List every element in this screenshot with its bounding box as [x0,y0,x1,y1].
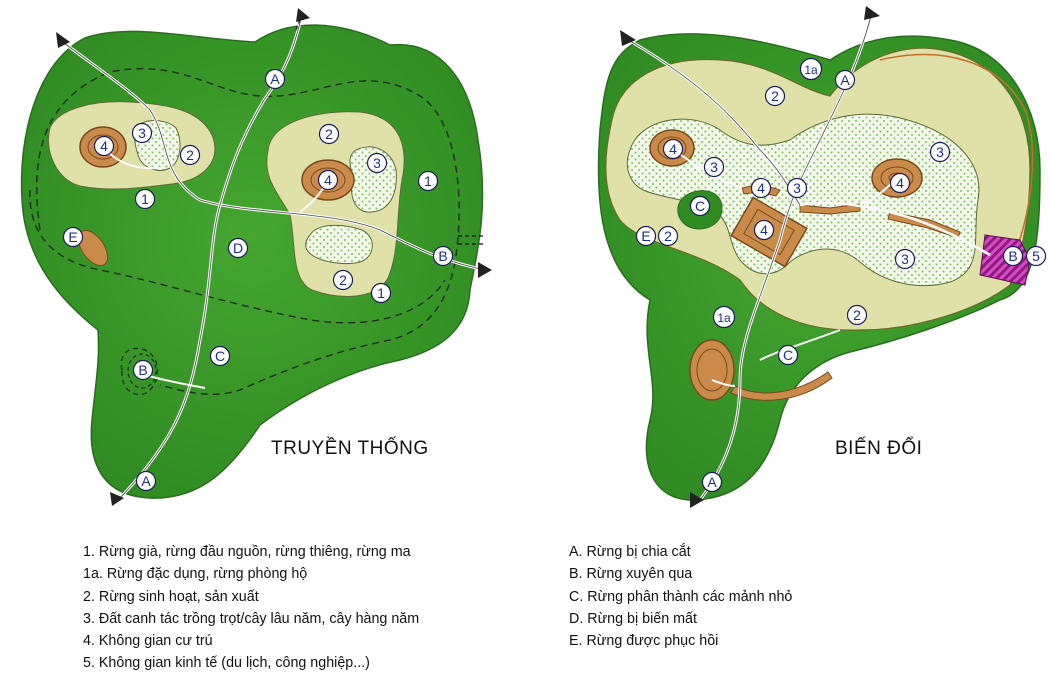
marker-label: 3 [710,159,718,175]
marker-label: C [783,347,793,363]
legend-item: 5. Không gian kinh tế (du lịch, công ngh… [83,652,419,674]
marker-label: B [1008,248,1017,264]
marker-label: 2 [664,228,672,244]
right-marker-four-left: 4 [664,140,683,159]
left-marker-two-right-top: 2 [320,125,339,144]
right-marker-two-bottom: 2 [848,306,867,325]
marker-label: B [438,248,447,264]
marker-label: 1 [141,191,149,207]
marker-label: B [138,362,147,378]
marker-label: 5 [1032,248,1040,264]
legend-right: A. Rừng bị chia cắt B. Rừng xuyên qua C.… [569,541,792,652]
marker-label: A [141,473,151,489]
right-marker-four-center: 4 [755,221,774,240]
legend-item: B. Rừng xuyên qua [569,563,792,585]
left-marker-three-right: 3 [368,154,387,173]
left-map-title: TRUYỀN THỐNG [271,438,429,460]
marker-label: D [233,240,243,256]
marker-label: E [68,229,77,245]
marker-label: 2 [771,88,779,104]
marker-label: A [840,72,850,88]
marker-label: 2 [186,147,194,163]
right-marker-two-top: 2 [766,87,785,106]
right-marker-C-small: C [691,197,710,216]
right-marker-three-mid: 3 [788,179,807,198]
left-marker-C: C [211,347,230,366]
marker-label: 4 [100,138,108,154]
marker-label: 3 [901,251,909,267]
right-settlement-south [690,340,734,400]
marker-label: C [215,348,225,364]
marker-label: 1 [377,285,385,301]
left-marker-one-right-top: 1 [419,172,438,191]
marker-label: 4 [757,180,765,196]
marker-label: 1a [717,311,731,325]
legend-item: C. Rừng phân thành các mảnh nhỏ [569,586,792,608]
marker-label: 4 [760,222,768,238]
marker-label: 2 [325,126,333,142]
marker-label: 3 [138,125,146,141]
legend-item: 1. Rừng già, rừng đầu nguồn, rừng thiêng… [83,541,419,563]
left-marker-two-left: 2 [181,146,200,165]
marker-label: 4 [669,141,677,157]
left-marker-three-left: 3 [133,124,152,143]
marker-label: C [695,198,705,214]
right-marker-two-left: 2 [659,227,678,246]
right-marker-B-right: B [1004,247,1023,266]
marker-label: E [641,228,650,244]
legend-item: 2. Rừng sinh hoạt, sản xuất [83,586,419,608]
marker-label: 4 [896,175,904,191]
left-marker-four-left: 4 [95,137,114,156]
left-map [22,8,492,506]
marker-label: 3 [936,144,944,160]
right-marker-A-top: A [836,71,855,90]
legend-item: E. Rừng được phục hồi [569,630,792,652]
marker-label: 3 [793,180,801,196]
right-marker-E: E [637,227,656,246]
marker-label: 1a [804,63,818,77]
marker-label: 2 [853,307,861,323]
right-marker-one-a-bottom: 1a [714,307,735,328]
left-marker-D: D [229,239,248,258]
right-map [598,6,1040,508]
right-marker-three-right-bottom: 3 [896,250,915,269]
legend-item: D. Rừng bị biến mất [569,608,792,630]
right-marker-four-right: 4 [891,174,910,193]
left-marker-E: E [64,228,83,247]
left-marker-A-top: A [266,70,285,89]
marker-label: 3 [373,155,381,171]
legend-item: 1a. Rừng đặc dụng, rừng phòng hộ [83,563,419,585]
right-marker-C-bottom: C [779,346,798,365]
legend-item: 3. Đất canh tác trồng trọt/cây lâu năm, … [83,608,419,630]
marker-label: A [707,474,717,490]
right-map-title: BIẾN ĐỔI [835,438,922,460]
left-marker-one-right-bottom: 1 [372,284,391,303]
left-marker-B-right: B [434,247,453,266]
marker-label: 4 [324,172,332,188]
right-marker-one-a-top: 1a [801,59,822,80]
right-marker-five: 5 [1027,247,1046,266]
right-marker-A-bottom: A [703,473,722,492]
right-marker-three-left: 3 [705,158,724,177]
left-marker-two-right-bottom: 2 [334,271,353,290]
legend-item: 4. Không gian cư trú [83,630,419,652]
legend-left: 1. Rừng già, rừng đầu nguồn, rừng thiêng… [83,541,419,675]
right-marker-three-right-top: 3 [931,143,950,162]
left-marker-A-bottom: A [137,472,156,491]
left-marker-B-left: B [134,361,153,380]
left-marker-one-left: 1 [136,190,155,209]
left-marker-four-right: 4 [319,171,338,190]
right-marker-four-mid: 4 [752,179,771,198]
marker-label: 1 [424,173,432,189]
legend-item: A. Rừng bị chia cắt [569,541,792,563]
marker-label: A [270,71,280,87]
marker-label: 2 [339,272,347,288]
